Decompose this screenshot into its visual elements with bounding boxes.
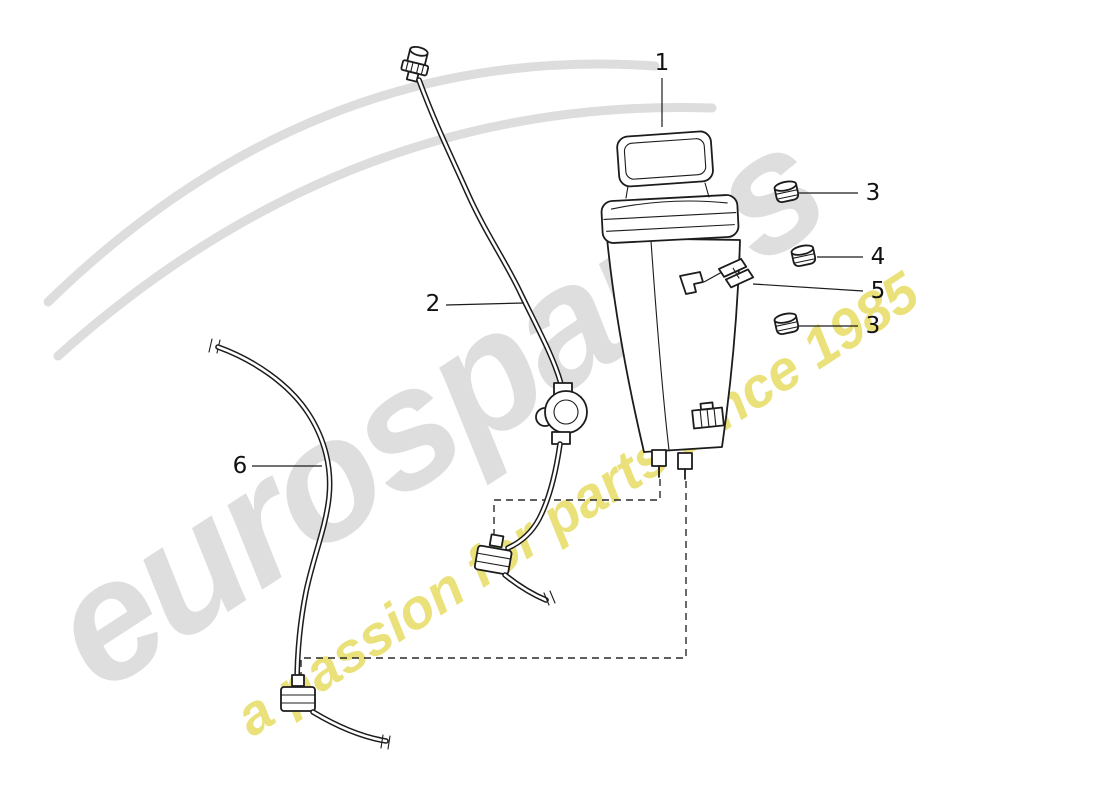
fitting-top xyxy=(409,46,429,57)
line6-end-cap xyxy=(208,338,213,353)
clip-lower-leaf xyxy=(724,268,755,289)
grommet-top xyxy=(773,180,798,192)
valve-housing xyxy=(544,390,588,434)
part-5-retaining-clip xyxy=(717,257,755,289)
fitting-knurl-2 xyxy=(410,61,414,73)
canister-bottom-port-left xyxy=(651,449,667,467)
callout-1: 1 xyxy=(655,50,670,76)
canister-lid xyxy=(616,130,714,188)
part-1-carbon-canister xyxy=(600,130,741,480)
callout-4: 4 xyxy=(871,244,886,270)
line6-outlet-cap-2 xyxy=(387,735,391,750)
callout-leaders xyxy=(252,78,864,467)
fitting-knurl-4 xyxy=(420,64,425,76)
bracket-to-clip-line xyxy=(703,271,723,283)
callout-6: 6 xyxy=(233,453,248,479)
part-3-grommet-upper xyxy=(773,180,800,203)
lid-neck-left xyxy=(625,185,629,199)
canister-mount-bracket xyxy=(679,271,704,295)
dashed-connection-left-port xyxy=(493,479,661,537)
grommet-ridge-2 xyxy=(777,194,798,200)
callout-labels: 1 2 3 4 5 3 6 xyxy=(233,50,886,479)
swoosh-graphic-top xyxy=(43,59,660,307)
fitting-knurl-1 xyxy=(405,60,409,72)
collar-rim xyxy=(610,200,728,210)
canister-port-block xyxy=(691,401,725,430)
grommet-top xyxy=(790,244,815,256)
canister-collar xyxy=(600,194,740,244)
elbow2-rib-2 xyxy=(475,560,510,568)
line2-outlet-cap-2 xyxy=(549,590,556,604)
grommet-ridge-1 xyxy=(792,253,815,259)
tube-2-upper-inner xyxy=(417,78,563,386)
tube-2-outlet-inner xyxy=(503,573,548,602)
swoosh-graphic-bottom xyxy=(53,102,717,361)
grommet-ridge-2 xyxy=(794,258,815,264)
clip-upper-leaf xyxy=(717,257,748,278)
lid-neck-right xyxy=(704,182,710,198)
grommet-ridge-1 xyxy=(775,189,798,195)
line2-outlet-cap xyxy=(543,592,550,606)
port-block-pin-3 xyxy=(713,407,717,427)
inline-valve xyxy=(535,382,588,445)
callout-5: 5 xyxy=(871,278,886,304)
elbow-connector-2 xyxy=(473,533,513,576)
elbow2-body xyxy=(473,544,513,576)
collar-outline xyxy=(600,194,740,244)
tube-6-outlet-inner xyxy=(311,710,388,743)
grommet-ridge-1 xyxy=(775,321,798,327)
grommet-ridge-2 xyxy=(777,326,798,332)
lid-outline xyxy=(616,130,714,188)
canister-body-edge xyxy=(650,240,670,451)
clip-link xyxy=(732,267,740,279)
callout-3-upper: 3 xyxy=(866,180,881,206)
tube-2-lower-inner xyxy=(506,442,562,550)
fitting-knurl-3 xyxy=(415,63,420,74)
elbow2-rib-1 xyxy=(476,552,512,560)
part-3-grommet-lower xyxy=(773,312,800,335)
collar-ridge-1 xyxy=(603,211,737,221)
callout-5-leader xyxy=(752,283,864,292)
callout-3-lower: 3 xyxy=(866,313,881,339)
port-block-pin-2 xyxy=(706,408,710,428)
lid-inner xyxy=(623,138,707,180)
part-2-vent-line xyxy=(400,46,588,606)
canister-body xyxy=(606,237,741,453)
elbow-connector-6 xyxy=(280,674,316,712)
callout-2: 2 xyxy=(426,291,441,317)
assembly-dashed-lines xyxy=(300,479,687,684)
port-block-tab xyxy=(699,401,714,411)
line2-threaded-fitting xyxy=(400,46,430,83)
watermark: eurospares a passion for parts since 198… xyxy=(17,59,930,748)
elbow6-body xyxy=(280,686,316,712)
tube-6-outlet-outer xyxy=(310,709,389,744)
tube-6-inner xyxy=(216,345,331,688)
part-4-grommet xyxy=(790,244,817,267)
part-6-fuel-line xyxy=(208,338,391,750)
elbow6-stub xyxy=(291,674,305,687)
port-block-pin-1 xyxy=(699,409,703,429)
canister-bottom-port-right xyxy=(677,452,693,470)
callout-2-leader xyxy=(445,302,525,306)
grommet-top xyxy=(773,312,798,324)
valve-inner-ring xyxy=(553,399,579,425)
collar-ridge-2 xyxy=(606,224,735,232)
elbow2-stub xyxy=(488,533,505,549)
line6-outlet-cap xyxy=(380,734,384,749)
dashed-connection-right-port xyxy=(300,481,687,684)
